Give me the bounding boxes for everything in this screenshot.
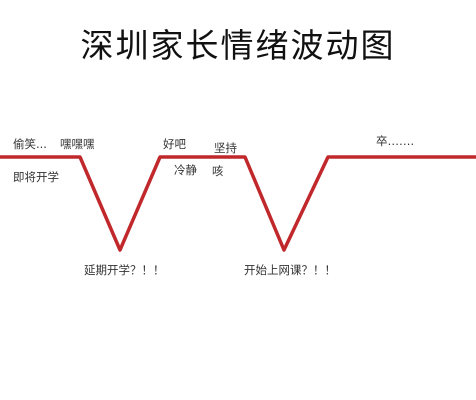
annotation-label-2: 即将开学 bbox=[13, 170, 59, 184]
annotation-label-8: 开始上网课？！！ bbox=[244, 263, 336, 277]
annotation-label-3: 延期开学？！！ bbox=[84, 263, 165, 277]
annotation-label-0: 偷笑... bbox=[13, 137, 47, 151]
annotation-label-1: 嘿嘿嘿 bbox=[60, 137, 95, 151]
annotation-label-9: 卒……. bbox=[376, 134, 414, 148]
annotation-label-4: 好吧 bbox=[163, 137, 186, 151]
annotation-label-5: 冷静 bbox=[174, 163, 197, 177]
mood-line-layer bbox=[0, 155, 476, 252]
annotation-label-7: 咳 bbox=[212, 164, 224, 178]
mood-line-series bbox=[0, 155, 476, 252]
chart-title: 深圳家长情绪波动图 bbox=[80, 26, 396, 65]
annotation-label-6: 坚持 bbox=[214, 141, 237, 155]
